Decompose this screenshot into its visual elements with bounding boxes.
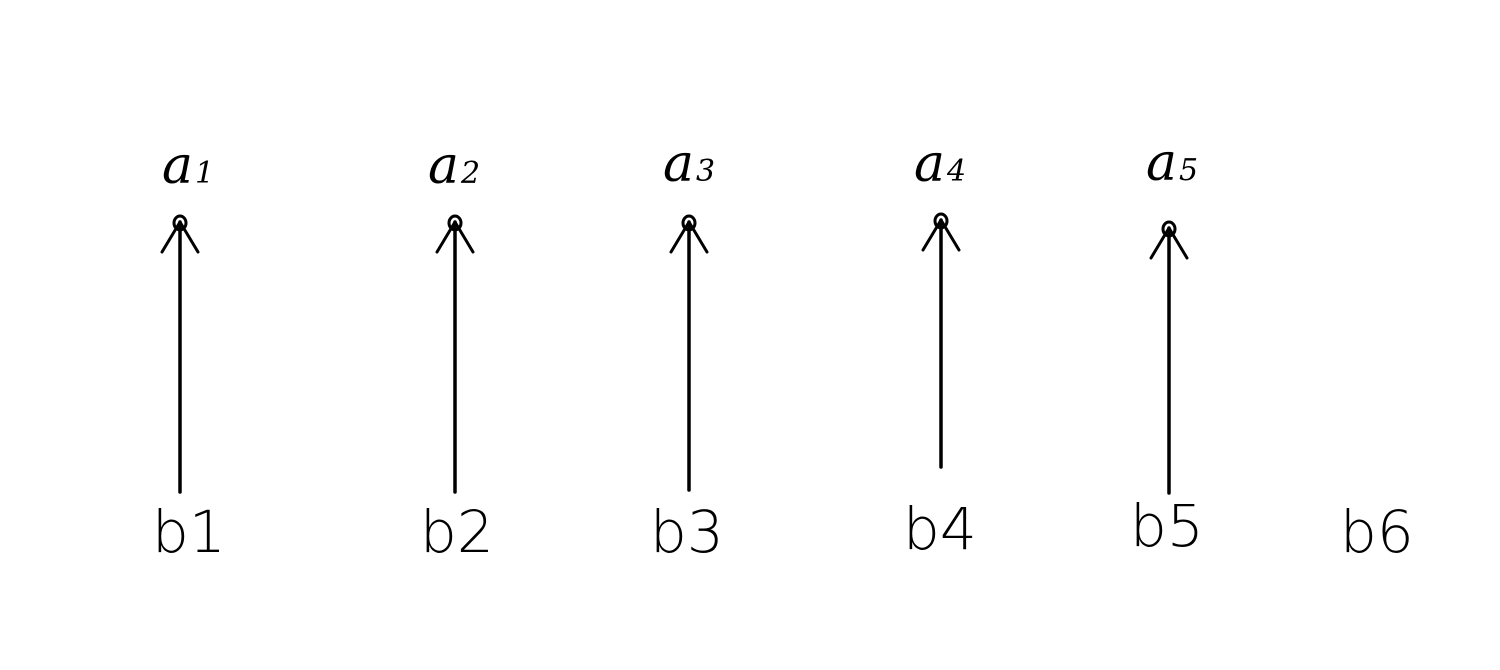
arrow-b2-to-a2 (435, 214, 475, 494)
arrows-layer (160, 212, 1189, 495)
top-node-letter: a (663, 134, 695, 194)
arrow-head (435, 220, 475, 254)
top-node-a5: a5 (1146, 137, 1198, 189)
top-node-letter: a (1146, 133, 1178, 193)
top-node-letter: a (428, 136, 460, 196)
top-node-a4: a4 (914, 138, 966, 190)
top-node-index: 5 (1179, 153, 1199, 188)
node-dot (172, 214, 188, 232)
top-node-a2: a2 (428, 140, 480, 192)
bottom-node-b5: b5 (1130, 492, 1204, 560)
node-dot (1161, 220, 1177, 238)
top-node-a1: a1 (162, 140, 214, 192)
bottom-node-b3: b3 (650, 498, 724, 566)
bottom-node-b1: b1 (152, 498, 226, 566)
arrow-b5-to-a5 (1149, 220, 1189, 495)
arrow-head (669, 220, 709, 254)
bottom-node-b4: b4 (903, 495, 977, 563)
node-dot (681, 214, 697, 232)
top-node-letter: a (914, 134, 946, 194)
node-dot (447, 214, 463, 232)
top-node-letter: a (162, 136, 194, 196)
top-node-index: 3 (696, 154, 716, 189)
arrow-head (921, 218, 961, 252)
arrow-head (160, 220, 200, 254)
bottom-node-b6: b6 (1340, 498, 1414, 566)
top-node-a3: a3 (663, 138, 715, 190)
top-node-index: 1 (195, 156, 215, 191)
arrow-b1-to-a1 (160, 214, 200, 494)
top-node-index: 2 (461, 156, 481, 191)
top-node-index: 4 (947, 154, 967, 189)
node-dot (933, 212, 949, 230)
bottom-node-b2: b2 (420, 498, 494, 566)
arrow-b4-to-a4 (921, 212, 961, 469)
arrow-b3-to-a3 (669, 214, 709, 492)
arrow-head (1149, 226, 1189, 260)
